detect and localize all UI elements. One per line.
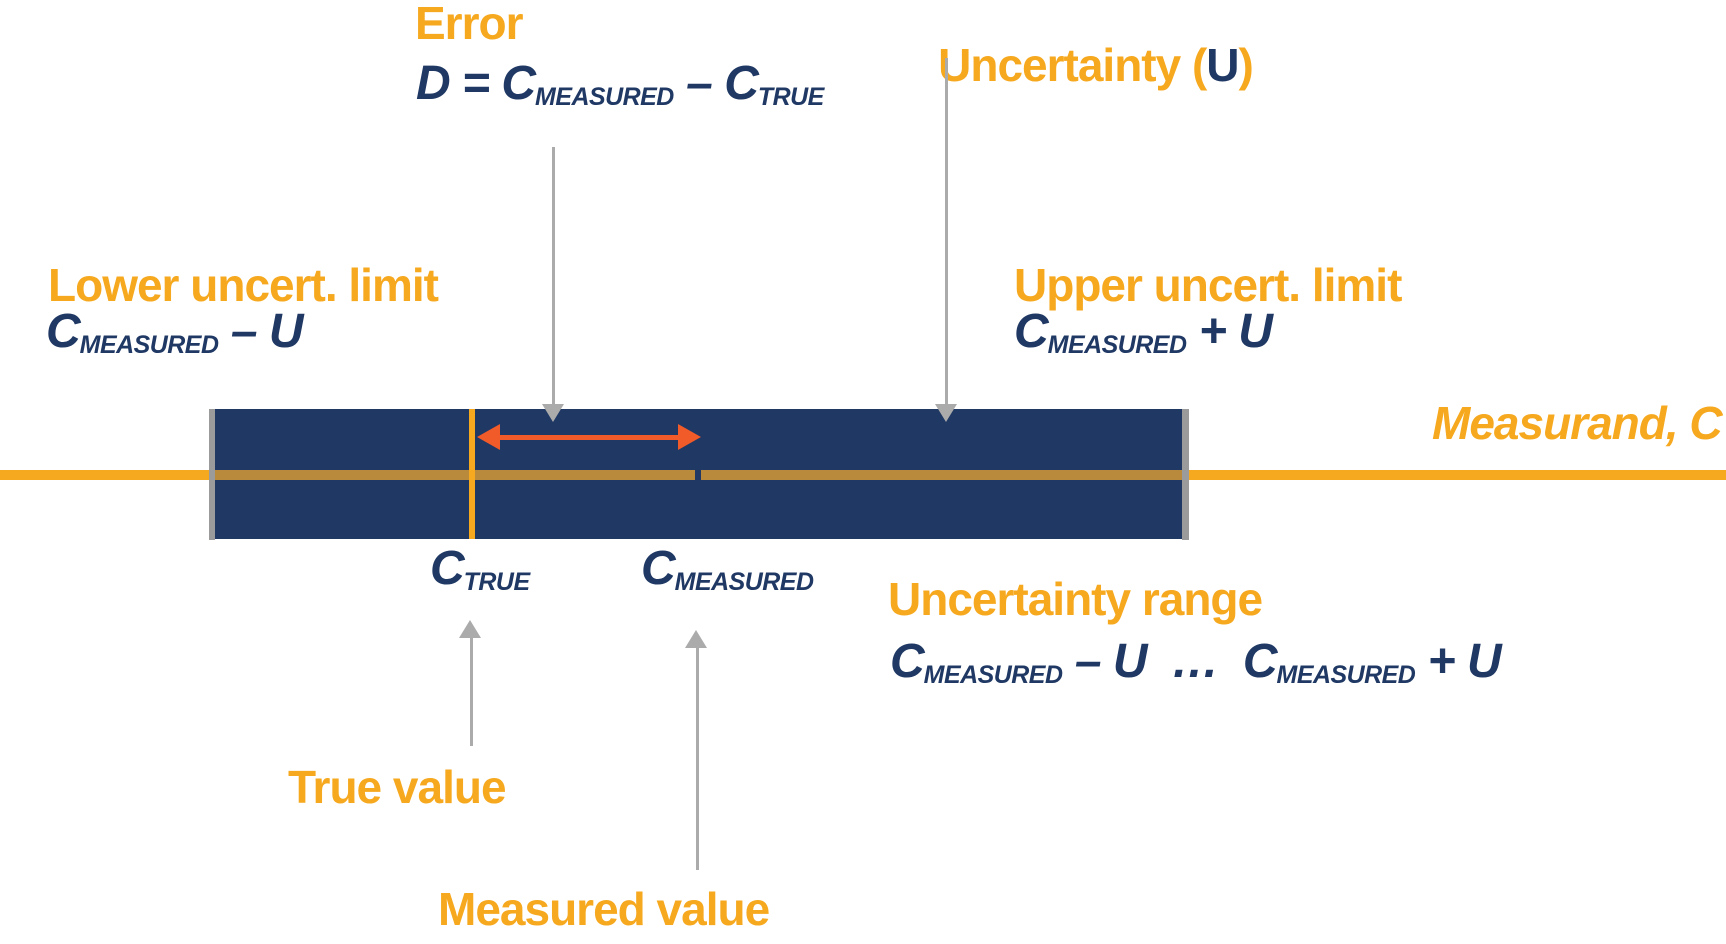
error-arrow-shaft [552, 147, 555, 407]
uncertainty-title-prefix: Uncertainty ( [938, 39, 1207, 91]
c-true-label: CTRUE [430, 542, 530, 596]
formula-subscript: TRUE [757, 82, 824, 111]
measured-value-arrow-shaft [696, 646, 699, 870]
uncertainty-title-suffix: ) [1238, 39, 1254, 91]
lower-limit-title: Lower uncert. limit [48, 259, 439, 311]
formula-text: C [1014, 305, 1049, 358]
measured-value-tick [695, 464, 701, 490]
formula-text: C [46, 305, 81, 358]
formula-text: D = C [416, 57, 536, 110]
formula-text: – U [218, 305, 304, 358]
formula-subscript: MEASURED [1276, 660, 1416, 689]
formula-subscript: MEASURED [1047, 330, 1187, 359]
formula-subscript: MEASURED [535, 82, 674, 111]
upper-limit-formula: CMEASURED + U [1014, 305, 1273, 359]
formula-text: + U [1186, 305, 1273, 358]
measured-value-label: Measured value [438, 883, 770, 935]
uncertainty-arrow-shaft [945, 58, 948, 407]
uncertainty-range-formula: CMEASURED – U … CMEASURED + U [890, 635, 1502, 689]
error-span-arrowhead-left-icon [477, 424, 500, 450]
formula-subscript: MEASURED [923, 660, 1063, 689]
c-measured-label: CMEASURED [641, 542, 814, 596]
formula-subscript: MEASURED [674, 567, 814, 596]
uncertainty-range-title: Uncertainty range [888, 573, 1263, 625]
error-arrowhead-down-icon [542, 404, 564, 422]
formula-text: – C [673, 57, 759, 110]
bar-left-edge [209, 409, 215, 540]
error-formula: D = CMEASURED – CTRUE [416, 57, 824, 111]
error-span-arrow-shaft [495, 435, 683, 440]
uncertainty-title-u: U [1206, 39, 1239, 91]
formula-text: C [890, 635, 925, 688]
formula-subscript: TRUE [463, 567, 530, 596]
formula-subscript: MEASURED [79, 330, 219, 359]
lower-limit-formula: CMEASURED – U [46, 305, 304, 359]
measured-value-arrowhead-up-icon [685, 630, 707, 648]
true-value-arrowhead-up-icon [459, 620, 481, 638]
true-value-line [469, 409, 475, 539]
true-value-arrow-shaft [470, 636, 473, 746]
formula-text: C [430, 542, 465, 595]
true-value-label: True value [288, 761, 507, 813]
formula-text: + U [1415, 635, 1502, 688]
bar-right-edge [1182, 409, 1189, 540]
formula-text: C [641, 542, 676, 595]
uncertainty-title: Uncertainty (U) [891, 0, 1254, 134]
error-span-arrowhead-right-icon [678, 424, 701, 450]
error-title: Error [415, 0, 523, 49]
formula-text: – U … C [1062, 635, 1278, 688]
measurand-label: Measurand, C [1432, 397, 1723, 449]
uncertainty-arrowhead-down-icon [935, 404, 957, 422]
upper-limit-title: Upper uncert. limit [1014, 259, 1402, 311]
